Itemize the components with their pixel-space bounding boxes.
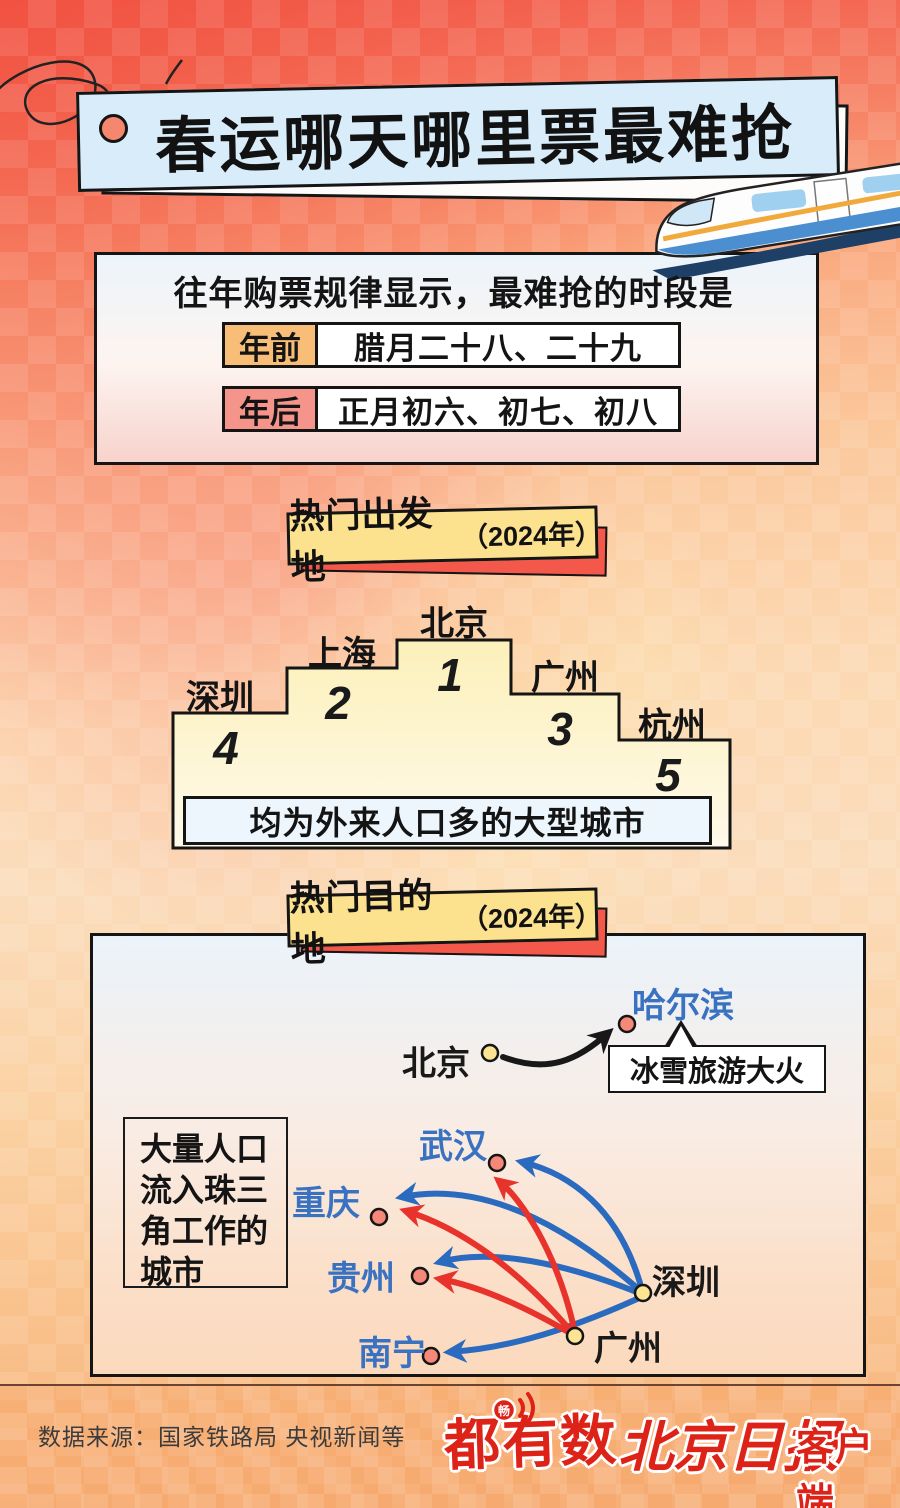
svg-text:畅: 畅 <box>498 1403 510 1418</box>
chongqing-dot <box>369 1207 389 1227</box>
guizhou-label: 贵州 <box>327 1260 395 1298</box>
route-shenzhen-nanning <box>442 1296 640 1363</box>
period-row-before: 年前 腊月二十八、二十九 <box>222 322 681 368</box>
tag-hole-dot <box>99 114 128 143</box>
destinations-chip-year: （2024年） <box>460 901 603 935</box>
period-label-after: 年后 <box>222 386 318 432</box>
harbin-note-bubble: 冰雪旅游大火 <box>608 1020 826 1093</box>
podium-rank-5: 5 <box>655 749 681 801</box>
squiggle-decoration <box>0 59 183 126</box>
note-line-2: 流入珠三 <box>140 1172 269 1208</box>
podium-city-guangzhou: 广州 <box>531 659 599 697</box>
harbin-dot <box>617 1014 637 1034</box>
route-shenzhen-chongqing <box>394 1181 639 1290</box>
harbin-note-text: 冰雪旅游大火 <box>629 1056 804 1088</box>
period-label-before: 年前 <box>222 322 318 368</box>
logo-beijing-daily: 北京日报 <box>618 1417 839 1478</box>
route-arrows-layer <box>369 1014 653 1366</box>
period-value-after: 正月初六、初七、初八 <box>318 386 681 432</box>
nanning-label: 南宁 <box>358 1335 426 1373</box>
podium-rank-1: 1 <box>437 649 463 701</box>
route-beijing-harbin <box>500 1027 614 1068</box>
route-guangzhou-chongqing <box>399 1204 573 1333</box>
beijing-dot <box>480 1043 500 1063</box>
route-guangzhou-guizhou <box>432 1270 573 1336</box>
shenzhen-label: 深圳 <box>652 1264 720 1302</box>
podium-city-beijing: 北京 <box>420 605 488 643</box>
intro-heading: 往年购票规律显示，最难抢的时段是 <box>173 275 734 313</box>
departures-chip-year: （2024年） <box>460 519 603 553</box>
data-source-text: 数据来源：国家铁路局 央视新闻等 <box>38 1424 406 1450</box>
beijing-label: 北京 <box>402 1045 470 1083</box>
note-line-1: 大量人口 <box>140 1131 269 1167</box>
guangzhou-dot <box>565 1326 585 1346</box>
note-line-4: 城市 <box>140 1254 205 1290</box>
route-shenzhen-wuhan <box>514 1154 643 1286</box>
train-illustration <box>652 156 900 280</box>
pearl-delta-note-box: 大量人口 流入珠三 角工作的 城市 <box>123 1117 288 1290</box>
wuhan-dot <box>487 1153 507 1173</box>
departures-chip-title: 热门出发地 <box>289 493 434 587</box>
route-guangzhou-wuhan <box>493 1176 577 1331</box>
podium-rank-4: 4 <box>213 722 239 774</box>
guizhou-dot <box>410 1266 430 1286</box>
harbin-label: 哈尔滨 <box>632 987 734 1025</box>
sound-icon: 畅 <box>491 1392 535 1424</box>
podium-city-hangzhou: 杭州 <box>638 707 706 745</box>
shenzhen-dot <box>633 1283 653 1303</box>
footer-band <box>0 1384 900 1508</box>
podium-city-shanghai: 上海 <box>308 635 376 673</box>
podium-rank-3: 3 <box>547 703 573 755</box>
route-shenzhen-guizhou <box>433 1245 637 1294</box>
wuhan-label: 武汉 <box>419 1128 487 1166</box>
period-value-before: 腊月二十八、二十九 <box>318 322 681 368</box>
chongqing-label: 重庆 <box>292 1185 360 1223</box>
guangzhou-label: 广州 <box>594 1330 662 1368</box>
podium-caption: 均为外来人口多的大型城市 <box>183 796 712 845</box>
podium-city-shenzhen: 深圳 <box>186 679 254 717</box>
note-line-3: 角工作的 <box>140 1213 269 1249</box>
period-row-after: 年后 正月初六、初七、初八 <box>222 386 681 432</box>
podium-rank-2: 2 <box>325 677 351 729</box>
nanning-dot <box>421 1346 441 1366</box>
logo-client-suffix: 客户端 <box>796 1427 875 1508</box>
departures-chip: 热门出发地 （2024年） <box>286 494 603 587</box>
